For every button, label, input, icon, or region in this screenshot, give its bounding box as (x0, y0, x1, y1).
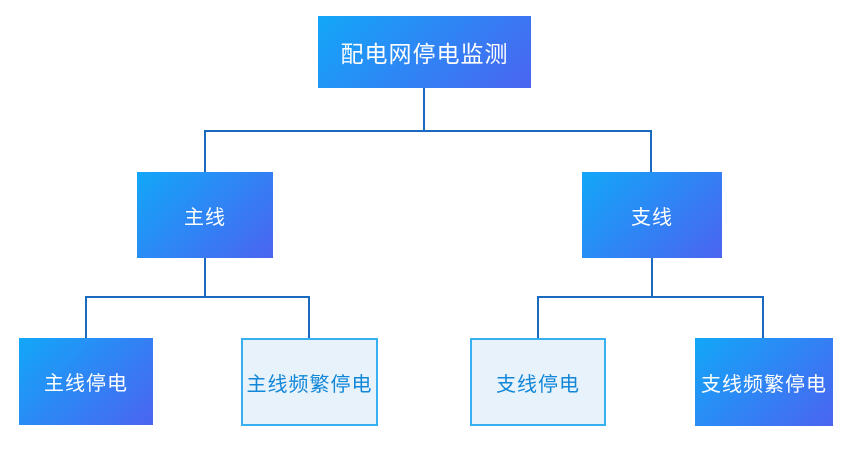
connector-branch-frequent-up (762, 296, 764, 338)
node-branch-line[interactable]: 支线 (582, 172, 722, 258)
connector-branch-outage-up (537, 296, 539, 338)
node-main-line[interactable]: 主线 (137, 172, 273, 258)
connector-main-children-horizontal (85, 296, 310, 298)
connector-main-outage-up (85, 296, 87, 338)
connector-root-down (423, 88, 425, 131)
connector-branch-children-horizontal (537, 296, 764, 298)
connector-main-line-down (204, 258, 206, 297)
node-main-line-outage[interactable]: 主线停电 (19, 338, 153, 425)
connector-main-line-up (204, 130, 206, 172)
connector-level1-horizontal (204, 130, 652, 132)
node-root-outage-monitoring[interactable]: 配电网停电监测 (318, 16, 531, 88)
node-main-line-frequent-outage[interactable]: 主线频繁停电 (241, 338, 378, 426)
node-branch-line-frequent-outage[interactable]: 支线频繁停电 (695, 338, 833, 426)
connector-branch-line-up (650, 130, 652, 172)
connector-branch-line-down (651, 258, 653, 297)
connector-main-frequent-up (308, 296, 310, 338)
node-branch-line-outage[interactable]: 支线停电 (470, 338, 606, 426)
